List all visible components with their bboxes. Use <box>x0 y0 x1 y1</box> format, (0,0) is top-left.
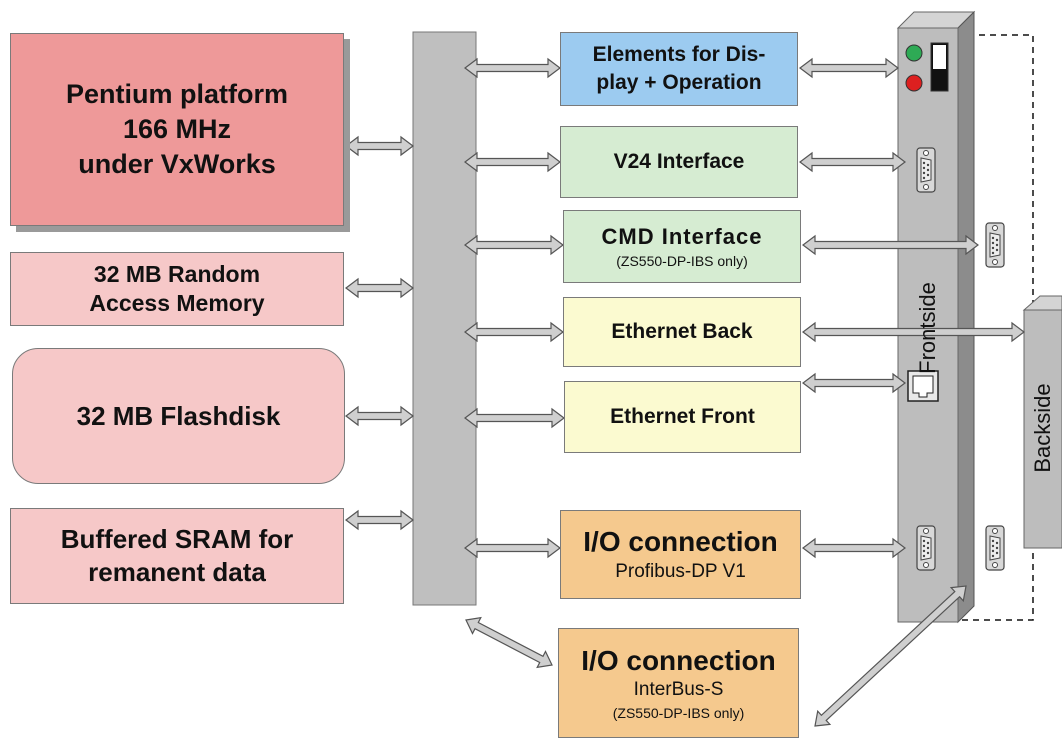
arrow-cpu-bus <box>345 135 414 157</box>
cmd-port-icon <box>985 222 1005 268</box>
v24-port-icon <box>916 147 936 193</box>
switch-icon <box>930 42 949 92</box>
arrow-sram-bus <box>345 509 414 531</box>
arrow-profibus-panel <box>802 537 906 559</box>
ram-line-2: Access Memory <box>89 290 265 316</box>
arrow-ethfront-panel <box>802 372 906 394</box>
flashdisk-block: 32 MB Flashdisk <box>12 348 345 484</box>
cmd-title: CMD Interface <box>601 224 763 249</box>
display-line-1: Elements for Dis- <box>592 43 766 66</box>
interbus-port-icon <box>985 525 1005 571</box>
frontside-label: Frontside <box>915 282 940 374</box>
sram-line-2: remanent data <box>88 557 266 587</box>
arrow-bus-ethback <box>464 321 564 343</box>
arrow-cmd-rear <box>802 234 979 256</box>
interbus-block: I/O connection InterBus-S (ZS550-DP-IBS … <box>558 628 799 738</box>
arrow-bus-ethfront <box>464 407 565 429</box>
arrow-ethback-rear <box>802 321 1025 343</box>
arrow-v24-panel <box>799 151 906 173</box>
profibus-block: I/O connection Profibus-DP V1 <box>560 510 801 599</box>
arrow-bus-cmd <box>464 234 564 256</box>
ram-block: 32 MB Random Access Memory <box>10 252 344 326</box>
ethernet-back-label: Ethernet Back <box>611 320 753 343</box>
interbus-note: (ZS550-DP-IBS only) <box>612 705 745 721</box>
backside-label: Backside <box>1030 383 1055 473</box>
profibus-title: I/O connection <box>583 526 778 557</box>
cpu-line-1: Pentium platform <box>65 79 288 109</box>
ethernet-front-block: Ethernet Front <box>564 381 801 453</box>
sram-line-1: Buffered SRAM for <box>60 524 294 554</box>
interbus-title: I/O connection <box>581 645 776 676</box>
cmd-interface-block: CMD Interface (ZS550-DP-IBS only) <box>563 210 801 283</box>
ram-line-1: 32 MB Random <box>93 261 261 287</box>
arrow-flash-bus <box>345 405 414 427</box>
ethernet-front-label: Ethernet Front <box>610 405 755 428</box>
rj45-port-icon <box>907 370 939 402</box>
v24-interface-block: V24 Interface <box>560 126 798 198</box>
frontside-panel <box>896 10 976 624</box>
display-elements-block: Elements for Dis- play + Operation <box>560 32 798 106</box>
arrow-bus-interbus <box>465 616 553 669</box>
arrow-ram-bus <box>345 277 414 299</box>
arrow-bus-v24 <box>464 151 561 173</box>
sram-block: Buffered SRAM for remanent data <box>10 508 344 604</box>
cmd-note: (ZS550-DP-IBS only) <box>616 253 748 269</box>
cpu-line-3: under VxWorks <box>78 149 276 179</box>
ethernet-back-block: Ethernet Back <box>563 297 801 367</box>
arrow-interbus-rear <box>814 585 967 727</box>
arrow-bus-display <box>464 57 561 79</box>
profibus-sub: Profibus-DP V1 <box>615 561 746 582</box>
arrow-bus-profibus <box>464 537 561 559</box>
cpu-line-2: 166 MHz <box>122 114 232 144</box>
green-led-icon <box>905 44 923 62</box>
cpu-block: Pentium platform 166 MHz under VxWorks <box>10 33 344 226</box>
connection-arrows <box>345 57 1025 727</box>
interbus-sub: InterBus-S <box>633 679 724 700</box>
system-bus <box>412 31 477 606</box>
profibus-port-icon <box>916 525 936 571</box>
flashdisk-label: 32 MB Flashdisk <box>76 400 281 431</box>
display-line-2: play + Operation <box>596 71 762 94</box>
arrow-display-panel <box>799 57 899 79</box>
v24-label: V24 Interface <box>613 150 745 173</box>
red-led-icon <box>905 74 923 92</box>
backside-panel <box>1022 295 1062 549</box>
